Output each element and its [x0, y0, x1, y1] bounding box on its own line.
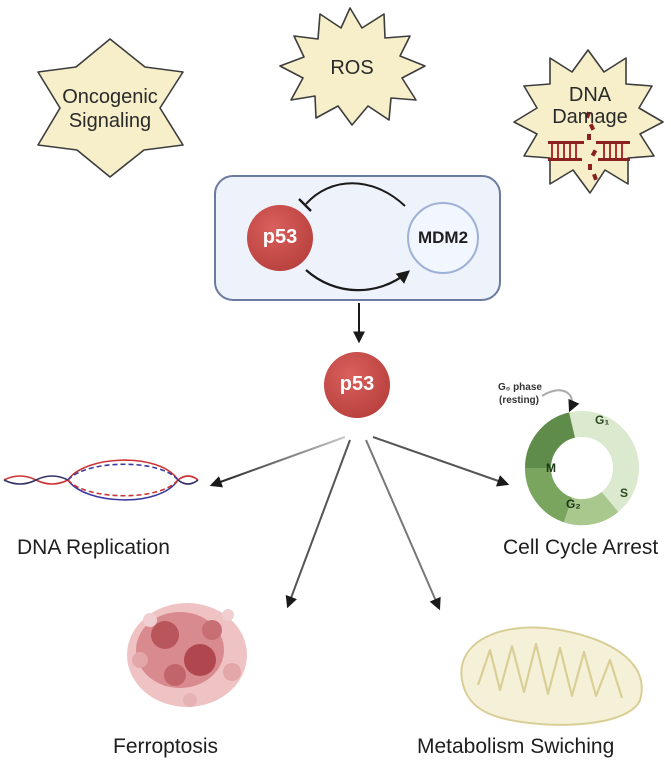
arrow-to-metabolism [365, 439, 441, 611]
g2-label: G₂ [566, 497, 581, 511]
inhibition-arc [305, 182, 406, 207]
mdm2-node [407, 202, 479, 274]
dna-damage-label: DNA Damage [552, 84, 628, 128]
oncogenic-star-shape [37, 38, 184, 178]
ferroptosis-label: Ferroptosis [113, 735, 219, 758]
mdm2-label: MDM2 [417, 228, 469, 247]
metabolism-switching-label: Metabolism Swiching [417, 735, 615, 758]
p53-loop-node [247, 205, 313, 271]
cell-cycle-icon [524, 389, 639, 526]
p53-central-label: p53 [339, 373, 375, 395]
oncogenic-signaling-label: Oncogenic Signaling [62, 86, 158, 132]
g1-label: G₁ [595, 413, 610, 427]
g0-resting-label: (resting) [499, 395, 539, 406]
g0-phase-label: G₀ phase [498, 382, 542, 393]
ros-label: ROS [330, 57, 374, 79]
arrow-to-cell-cycle-arrest [372, 436, 510, 487]
ros-starburst-shape [279, 7, 426, 126]
ferroptosis-icon [127, 603, 247, 707]
m-label: M [546, 461, 556, 475]
p53-central-node [324, 352, 390, 418]
p53-loop-label: p53 [262, 226, 298, 248]
cell-cycle-arrest-label: Cell Cycle Arrest [503, 536, 659, 559]
dna-replication-label: DNA Replication [17, 536, 170, 559]
broken-dna-icon [548, 111, 630, 181]
inhibition-bar [298, 198, 312, 212]
arrow-to-ferroptosis [285, 439, 351, 609]
activation-arc [305, 269, 411, 292]
arrow-to-dna-replication [209, 436, 346, 488]
dna-replication-icon [3, 459, 199, 501]
s-label: S [620, 486, 629, 500]
mitochondrion-icon [460, 626, 643, 726]
